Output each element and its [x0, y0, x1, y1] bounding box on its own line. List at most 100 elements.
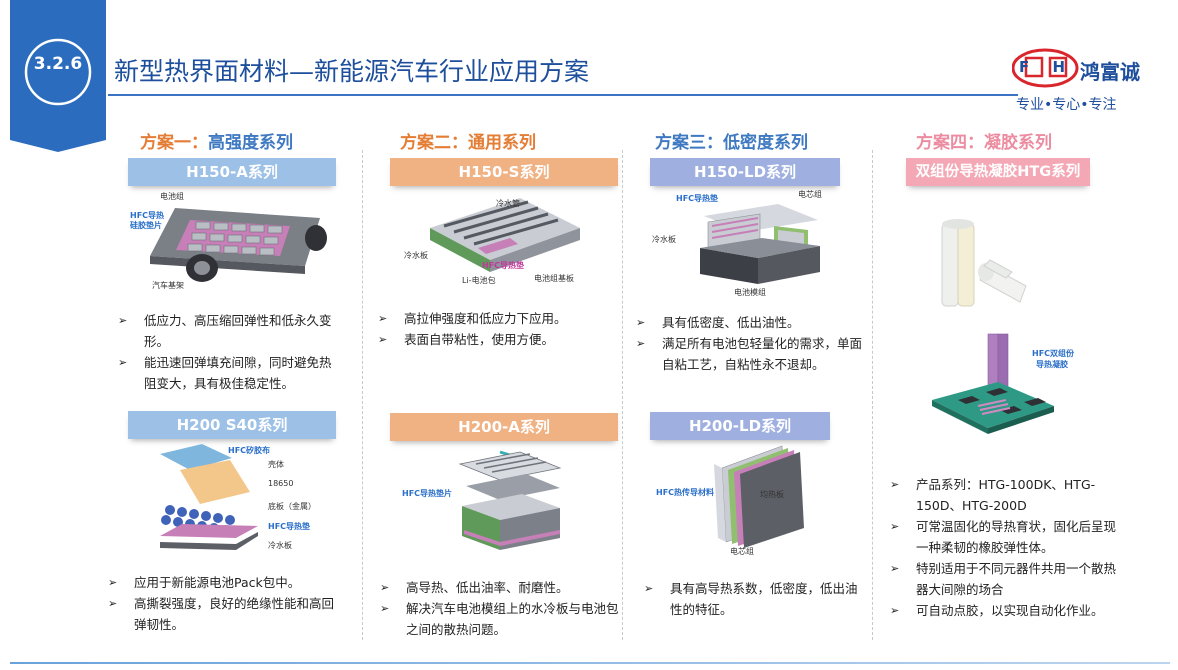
label-cell-group: 电芯组 — [798, 189, 822, 199]
bullet-item: ➢可自动点胶，以实现自动化作业。 — [890, 600, 1128, 621]
bullet-item: ➢具有低密度、低出油性。 — [636, 312, 870, 333]
label-thermal-gel: 导热凝胶 — [1036, 359, 1068, 369]
bullet-item: ➢具有高导热系数，低密度，低出油性的特征。 — [644, 578, 866, 620]
label-chassis: 汽车基架 — [152, 280, 184, 290]
dispensing-board-illustration: HFC双组份 导热凝胶 — [932, 333, 1075, 434]
arrow-icon: ➢ — [380, 581, 390, 594]
company-logo-icon — [1012, 48, 1079, 88]
arrow-icon: ➢ — [890, 478, 900, 491]
series-ribbon: 双组份导热凝胶HTG系列 — [906, 158, 1090, 186]
arrow-icon: ➢ — [644, 582, 654, 595]
series-ribbon: H200-A系列 — [390, 413, 618, 441]
bullet-item: ➢高导热、低出油率、耐磨性。 — [380, 577, 620, 598]
battery-chassis-illustration: 电池组 HFC导热 硅胶垫片 汽车基架 — [130, 191, 327, 290]
arrow-icon: ➢ — [380, 602, 390, 615]
arrow-icon: ➢ — [636, 337, 646, 350]
column-divider — [622, 150, 624, 640]
logo-letters: F H — [1019, 58, 1075, 76]
plan-name: 通用系列 — [468, 133, 536, 153]
label-hfc-pad: HFC导热垫 — [676, 193, 718, 203]
module-exploded-illustration: HFC导热垫片 — [402, 450, 562, 550]
low-density-module-illustration: HFC导热垫 电芯组 冷水板 电池模组 — [652, 189, 822, 297]
bullet-item: ➢解决汽车电池模组上的水冷板与电池包之间的散热问题。 — [380, 598, 620, 640]
bullet-item: ➢应用于新能源电池Pack包中。 — [108, 572, 340, 593]
plan-heading: 方案四：凝胶系列 — [916, 128, 1052, 153]
arrow-icon: ➢ — [890, 520, 900, 533]
section-number: 3.2.6 — [33, 54, 83, 74]
bullet-item: ➢低应力、高压缩回弹性和低永久变形。 — [118, 310, 340, 352]
plan-heading: 方案二：通用系列 — [400, 128, 536, 153]
company-slogan: 专业•专心•专注 — [1016, 97, 1117, 113]
plan-heading: 方案一：高强度系列 — [140, 128, 293, 153]
label-base-plate: 底板（金属） — [268, 501, 316, 511]
plan-name: 凝胶系列 — [984, 133, 1052, 153]
label-cold-pipe: 冷水管 — [496, 198, 520, 208]
bullet-item: ➢产品系列：HTG-100DK、HTG-150D、HTG-200D — [890, 474, 1128, 516]
bullet-list: ➢高拉伸强度和低应力下应用。 ➢表面自带粘性，使用方便。 — [378, 308, 618, 350]
series-ribbon: H150-A系列 — [128, 158, 336, 186]
label-shell: 壳体 — [268, 459, 284, 469]
arrow-icon: ➢ — [378, 333, 388, 346]
arrow-icon: ➢ — [378, 312, 388, 325]
plan-prefix: 方案三： — [655, 133, 723, 153]
label-hfc-thermal-material: HFC热传导材料 — [656, 487, 714, 497]
bullet-item: ➢能迅速回弹填充间隙，同时避免热阻变大，具有极佳稳定性。 — [118, 352, 340, 394]
cold-plate-pack-illustration: 冷水管 冷水板 HFC导热垫 Li-电池包 电池组基板 — [404, 198, 580, 285]
bottom-rule — [10, 662, 1170, 664]
label-cold-plate: 冷水板 — [404, 250, 428, 260]
label-cold-plate: 冷水板 — [268, 540, 292, 550]
page-title: 新型热界面材料—新能源汽车行业应用方案 — [114, 57, 590, 86]
plan-name: 高强度系列 — [208, 133, 293, 153]
label-li-pack: Li-电池包 — [462, 275, 496, 285]
label-hfc-pad: HFC导热垫 — [268, 521, 310, 531]
label-base-board: 电池组基板 — [534, 273, 574, 283]
label-hfc-pad: HFC导热垫 — [482, 260, 524, 270]
title-rule — [108, 94, 1018, 96]
arrow-icon: ➢ — [890, 562, 900, 575]
plan-name: 低密度系列 — [723, 133, 808, 153]
column-divider — [872, 150, 874, 640]
cell-pack-exploded-illustration: HFC矽胶布 壳体 18650 底板（金属） HFC导热垫 冷水板 — [160, 444, 316, 550]
section-badge — [10, 0, 106, 152]
label-battery-pack: 电池组 — [160, 191, 184, 201]
vapor-chamber-illustration: HFC热传导材料 均热板 电芯组 — [656, 445, 804, 556]
series-ribbon: H200-LD系列 — [650, 412, 830, 440]
series-ribbon: H200 S40系列 — [128, 411, 336, 439]
plan-prefix: 方案二： — [400, 133, 468, 153]
label-silicone-pad: 硅胶垫片 — [130, 220, 162, 230]
bullet-list: ➢产品系列：HTG-100DK、HTG-150D、HTG-200D ➢可常温固化… — [890, 474, 1128, 621]
bullet-list: ➢应用于新能源电池Pack包中。 ➢高撕裂强度，良好的绝缘性能和高回弹韧性。 — [108, 572, 340, 635]
arrow-icon: ➢ — [118, 356, 128, 369]
label-hfc-silicone-cloth: HFC矽胶布 — [228, 445, 270, 455]
plan-prefix: 方案四： — [916, 133, 984, 153]
bullet-item: ➢可常温固化的导热育状，固化后呈现一种柔韧的橡胶弹性体。 — [890, 516, 1128, 558]
arrow-icon: ➢ — [636, 316, 646, 329]
bullet-list: ➢低应力、高压缩回弹性和低永久变形。 ➢能迅速回弹填充间隙，同时避免热阻变大，具… — [118, 310, 340, 394]
label-vapor-chamber: 均热板 — [760, 489, 784, 499]
series-ribbon: H150-S系列 — [390, 158, 618, 186]
bullet-item: ➢满足所有电池包轻量化的需求，单面自粘工艺，自粘性永不退却。 — [636, 333, 870, 375]
label-cell-group: 电芯组 — [730, 546, 754, 556]
arrow-icon: ➢ — [108, 576, 118, 589]
label-18650: 18650 — [268, 479, 293, 488]
bullet-item: ➢特别适用于不同元器件共用一个散热器大间隙的场合 — [890, 558, 1128, 600]
company-name: 鸿富诚 — [1080, 60, 1140, 84]
bullet-list: ➢高导热、低出油率、耐磨性。 ➢解决汽车电池模组上的水冷板与电池包之间的散热问题… — [380, 577, 620, 640]
arrow-icon: ➢ — [118, 314, 128, 327]
arrow-icon: ➢ — [108, 597, 118, 610]
arrow-icon: ➢ — [890, 604, 900, 617]
column-divider — [362, 150, 364, 640]
plan-prefix: 方案一： — [140, 133, 208, 153]
bullet-item: ➢表面自带粘性，使用方便。 — [378, 329, 618, 350]
bullet-list: ➢具有低密度、低出油性。 ➢满足所有电池包轻量化的需求，单面自粘工艺，自粘性永不… — [636, 312, 870, 375]
bullet-item: ➢高拉伸强度和低应力下应用。 — [378, 308, 618, 329]
series-ribbon: H150-LD系列 — [650, 158, 840, 186]
bullet-list: ➢具有高导热系数，低密度，低出油性的特征。 — [644, 578, 866, 620]
plan-heading: 方案三：低密度系列 — [655, 128, 808, 153]
label-hfc-pad: HFC导热垫片 — [402, 488, 452, 498]
bullet-item: ➢高撕裂强度，良好的绝缘性能和高回弹韧性。 — [108, 593, 340, 635]
label-battery-module: 电池模组 — [734, 287, 766, 297]
label-hfc-two-part: HFC双组份 — [1032, 348, 1075, 358]
label-hfc-pad: HFC导热 — [130, 210, 164, 220]
label-cold-plate: 冷水板 — [652, 234, 676, 244]
